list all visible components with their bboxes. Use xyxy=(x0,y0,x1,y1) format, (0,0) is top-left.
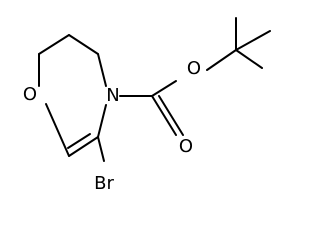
bond-carbonyl-carbon-ester-oxygen xyxy=(151,80,177,97)
ring-bond-ch2-ch2-upper-left xyxy=(38,34,70,55)
tert-butyl-bond-down xyxy=(235,49,263,69)
ring-bond-n-c xyxy=(97,104,107,138)
ring-nitrogen-label: N xyxy=(106,85,119,106)
tert-butyl-bond-right xyxy=(235,30,271,51)
ring-bond-c-o xyxy=(45,103,70,157)
ring-bond-ch2-ch2-upper-right xyxy=(68,34,99,55)
carbonyl-oxygen-label: O xyxy=(179,136,193,157)
bond-ester-oxygen-tert-carbon xyxy=(206,49,237,71)
chemical-structure-canvas: O N O O Br xyxy=(22,17,271,194)
molecule-diagram: O N O O Br xyxy=(23,17,271,194)
carbonyl-double-bond-outer xyxy=(151,95,177,136)
bond-to-bromine xyxy=(97,136,105,162)
bromine-label: Br xyxy=(94,173,114,194)
ring-bond-ch2-n xyxy=(97,53,107,87)
ring-oxygen-label: O xyxy=(23,84,37,105)
carbonyl-double-bond-inner xyxy=(158,95,184,136)
ring-double-bond-inner xyxy=(67,133,91,149)
ester-oxygen-label: O xyxy=(187,58,201,79)
ring-double-bond-main xyxy=(68,136,99,157)
